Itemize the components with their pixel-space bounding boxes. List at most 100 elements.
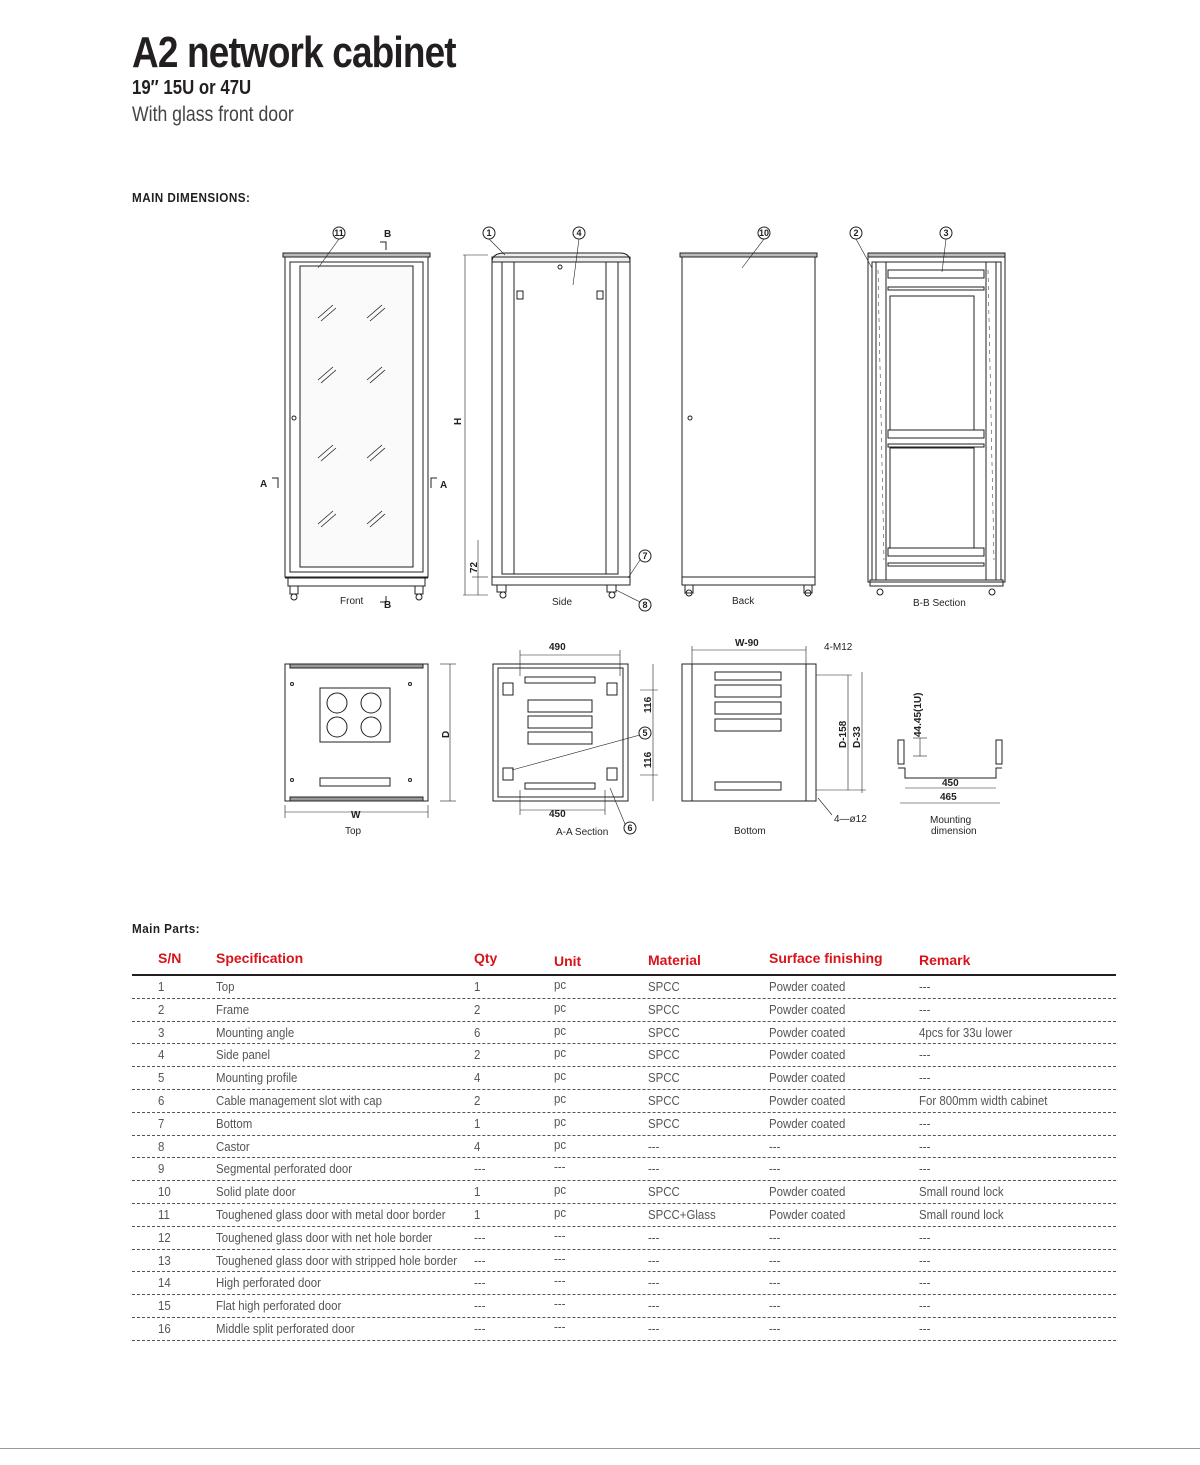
cell-surface-finishing: Powder coated bbox=[769, 1206, 846, 1222]
view-label-top: Top bbox=[345, 826, 362, 837]
cell-unit: pc bbox=[554, 999, 567, 1015]
cell-unit: pc bbox=[554, 1022, 567, 1038]
cell-specification: Solid plate door bbox=[216, 1184, 296, 1200]
cell-remark: --- bbox=[919, 1252, 931, 1268]
col-header-specification: Specification bbox=[216, 950, 304, 966]
cell-specification: Segmental perforated door bbox=[216, 1161, 353, 1177]
cell-sn: 5 bbox=[158, 1070, 165, 1086]
top-view bbox=[284, 663, 456, 818]
front-view bbox=[272, 241, 437, 603]
cell-qty: --- bbox=[474, 1252, 486, 1268]
section-marker-a-left: A bbox=[260, 479, 267, 490]
side-view bbox=[463, 252, 631, 599]
cell-sn: 8 bbox=[158, 1138, 165, 1154]
cell-surface-finishing: Powder coated bbox=[769, 1001, 846, 1017]
cell-material: SPCC bbox=[648, 1092, 680, 1108]
page-subtitle-secondary: With glass front door bbox=[132, 103, 294, 126]
cell-qty: 2 bbox=[474, 1047, 481, 1063]
cell-remark: --- bbox=[919, 1070, 931, 1086]
cell-sn: 12 bbox=[158, 1229, 171, 1245]
view-label-bb-section: B-B Section bbox=[913, 598, 966, 609]
cell-unit: --- bbox=[554, 1296, 566, 1312]
col-header-sn: S/N bbox=[158, 950, 182, 966]
aa-section-view bbox=[492, 650, 658, 815]
cell-surface-finishing: Powder coated bbox=[769, 1115, 846, 1131]
callout-2: 2 bbox=[853, 228, 858, 238]
dim-490: 490 bbox=[549, 642, 566, 653]
back-view bbox=[679, 252, 818, 597]
cell-material: SPCC bbox=[648, 1024, 680, 1040]
dim-mount-450: 450 bbox=[942, 778, 959, 789]
dim-mount-465: 465 bbox=[940, 792, 957, 803]
cell-material: SPCC bbox=[648, 979, 680, 994]
cell-qty: --- bbox=[474, 1275, 486, 1291]
view-label-front: Front bbox=[340, 596, 364, 607]
cell-surface-finishing: --- bbox=[769, 1161, 781, 1177]
cell-surface-finishing: --- bbox=[769, 1138, 781, 1154]
cell-unit: pc bbox=[554, 1113, 567, 1129]
view-label-back: Back bbox=[732, 596, 755, 607]
cell-qty: --- bbox=[474, 1161, 486, 1177]
cell-remark: --- bbox=[919, 1161, 931, 1177]
cell-material: SPCC bbox=[648, 1115, 680, 1131]
dim-116-bottom: 116 bbox=[643, 751, 654, 768]
bb-section-view bbox=[867, 252, 1006, 596]
cell-unit: --- bbox=[554, 1318, 566, 1334]
cell-remark: --- bbox=[919, 1320, 931, 1336]
cell-specification: Middle split perforated door bbox=[216, 1320, 355, 1336]
cell-material: --- bbox=[648, 1252, 660, 1268]
cell-surface-finishing: --- bbox=[769, 1252, 781, 1268]
callout-8: 8 bbox=[642, 600, 647, 610]
dim-d: D bbox=[441, 731, 452, 738]
callout-3: 3 bbox=[943, 228, 948, 238]
view-label-bottom: Bottom bbox=[734, 826, 766, 837]
cell-specification: Bottom bbox=[216, 1115, 253, 1131]
cell-qty: 6 bbox=[474, 1024, 481, 1040]
cell-material: --- bbox=[648, 1229, 660, 1245]
cell-specification: Flat high perforated door bbox=[216, 1298, 342, 1314]
cell-surface-finishing: Powder coated bbox=[769, 1070, 846, 1086]
cell-remark: --- bbox=[919, 1298, 931, 1314]
view-label-side: Side bbox=[552, 597, 572, 608]
dim-4-m12: 4-M12 bbox=[824, 642, 853, 653]
section-marker-b-top: B bbox=[384, 229, 391, 240]
cell-material: --- bbox=[648, 1320, 660, 1336]
cell-unit: pc bbox=[554, 1090, 567, 1106]
callout-11: 11 bbox=[334, 228, 344, 238]
cell-remark: --- bbox=[919, 1275, 931, 1291]
cell-unit: pc bbox=[554, 1068, 567, 1084]
cell-surface-finishing: Powder coated bbox=[769, 1024, 846, 1040]
cell-surface-finishing: --- bbox=[769, 1229, 781, 1245]
page-subtitle: 19″ 15U or 47U bbox=[132, 77, 252, 99]
cell-surface-finishing: --- bbox=[769, 1275, 781, 1291]
view-label-mounting: Mounting bbox=[930, 815, 971, 826]
cell-surface-finishing: Powder coated bbox=[769, 979, 846, 994]
col-header-surface-finishing: Surface finishing bbox=[769, 950, 883, 966]
callout-5: 5 bbox=[642, 728, 647, 738]
cell-qty: 2 bbox=[474, 1092, 481, 1108]
cell-material: SPCC bbox=[648, 1001, 680, 1017]
page-title: A2 network cabinet bbox=[132, 28, 457, 77]
cell-sn: 14 bbox=[158, 1275, 171, 1291]
cell-surface-finishing: --- bbox=[769, 1320, 781, 1336]
cell-unit: pc bbox=[554, 1204, 567, 1220]
cell-specification: High perforated door bbox=[216, 1275, 321, 1291]
technical-drawing: 11 1 4 10 2 3 7 8 5 6 A A B B bbox=[260, 226, 1006, 838]
cell-qty: --- bbox=[474, 1320, 486, 1336]
cell-specification: Mounting profile bbox=[216, 1070, 298, 1086]
cell-qty: 1 bbox=[474, 1206, 481, 1222]
cell-material: --- bbox=[648, 1161, 660, 1177]
cell-sn: 16 bbox=[158, 1320, 171, 1336]
cell-unit: pc bbox=[554, 977, 567, 992]
cell-surface-finishing: --- bbox=[769, 1298, 781, 1314]
main-parts-table: S/N Specification Qty Unit Material Surf… bbox=[132, 948, 1116, 1341]
